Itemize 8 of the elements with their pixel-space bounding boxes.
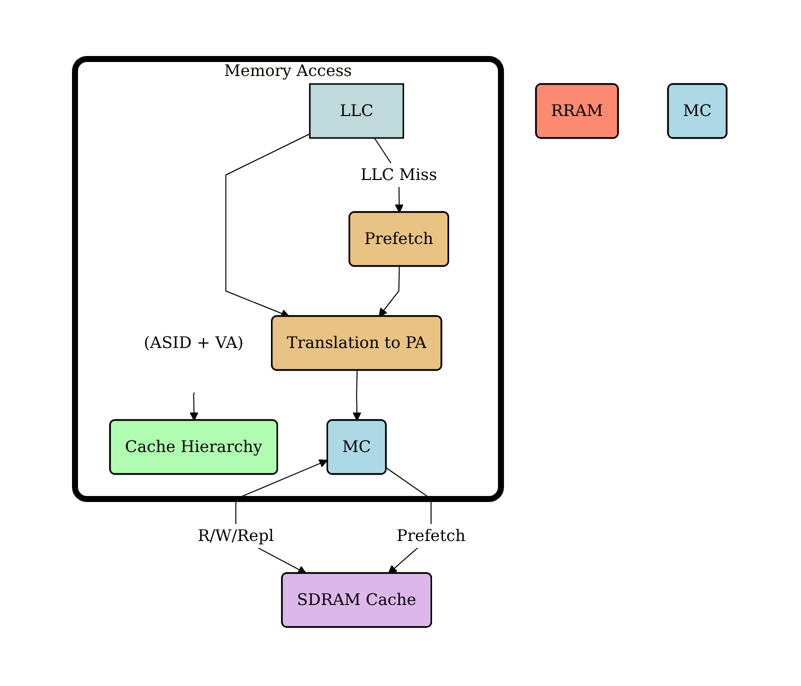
- arrow: [189, 392, 198, 421]
- edge-label: R/W/Repl: [197, 526, 274, 545]
- edge-label: LLC Miss: [360, 164, 437, 184]
- node-text: (ASID + VA): [143, 332, 244, 352]
- arrow: [378, 266, 400, 317]
- edge-label: Prefetch: [396, 526, 466, 545]
- node-box: LLC: [308, 83, 404, 139]
- arrow: [352, 370, 362, 421]
